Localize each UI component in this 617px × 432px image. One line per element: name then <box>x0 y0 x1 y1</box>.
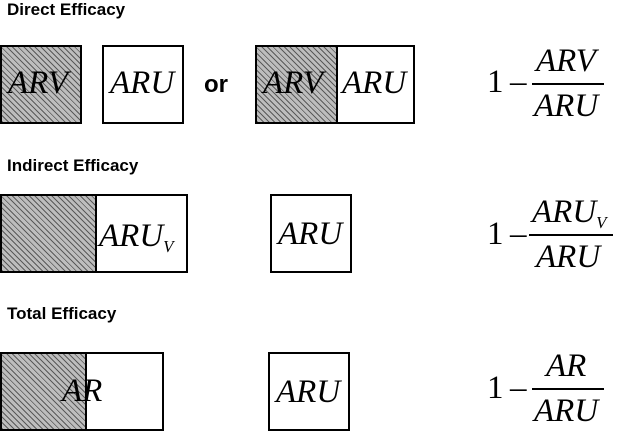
or-word: or <box>204 71 228 98</box>
formula-numerator: ARUV <box>532 194 607 232</box>
arv-aru-combined-box: ARV ARU <box>255 45 415 124</box>
hatched-area <box>2 354 85 429</box>
formula-one: 1 <box>487 216 504 252</box>
formula-numerator: ARV <box>536 43 596 79</box>
formula-minus: – <box>510 64 527 100</box>
aru-box: ARU <box>102 45 184 124</box>
aru-label: ARU <box>110 65 175 101</box>
divider <box>95 196 97 271</box>
section-heading-direct: Direct Efficacy <box>7 0 126 19</box>
ar-label: AR <box>62 373 103 409</box>
aruv-combined-box: ARUV <box>0 194 188 273</box>
hatched-area <box>257 47 336 122</box>
formula-numerator: AR <box>546 348 587 384</box>
arv-label: ARV <box>263 65 323 101</box>
divider <box>336 47 338 122</box>
formula-denominator: ARU <box>534 88 599 124</box>
arv-box: ARV <box>0 45 82 124</box>
aruv-label: ARUV <box>99 218 174 256</box>
formula-minus: – <box>510 216 527 252</box>
ar-combined-box: AR <box>0 352 164 431</box>
aru-box: ARU <box>268 352 350 431</box>
section-heading-total: Total Efficacy <box>7 304 117 323</box>
arv-label: ARV <box>8 65 68 101</box>
hatched-area <box>2 196 95 271</box>
formula-one: 1 <box>487 64 504 100</box>
formula-one: 1 <box>487 370 504 406</box>
hatched-area <box>2 47 80 122</box>
aru-label: ARU <box>276 374 341 410</box>
fraction-bar <box>532 388 604 390</box>
formula-denominator: ARU <box>536 239 601 275</box>
section-heading-indirect: Indirect Efficacy <box>7 156 139 175</box>
formula-denominator: ARU <box>534 393 599 429</box>
formula-minus: – <box>510 370 527 406</box>
fraction-bar <box>532 83 604 85</box>
aru-box: ARU <box>270 194 352 273</box>
aru-label: ARU <box>278 216 343 252</box>
aru-label: ARU <box>342 65 407 101</box>
fraction-bar <box>529 234 613 236</box>
divider <box>85 354 87 429</box>
